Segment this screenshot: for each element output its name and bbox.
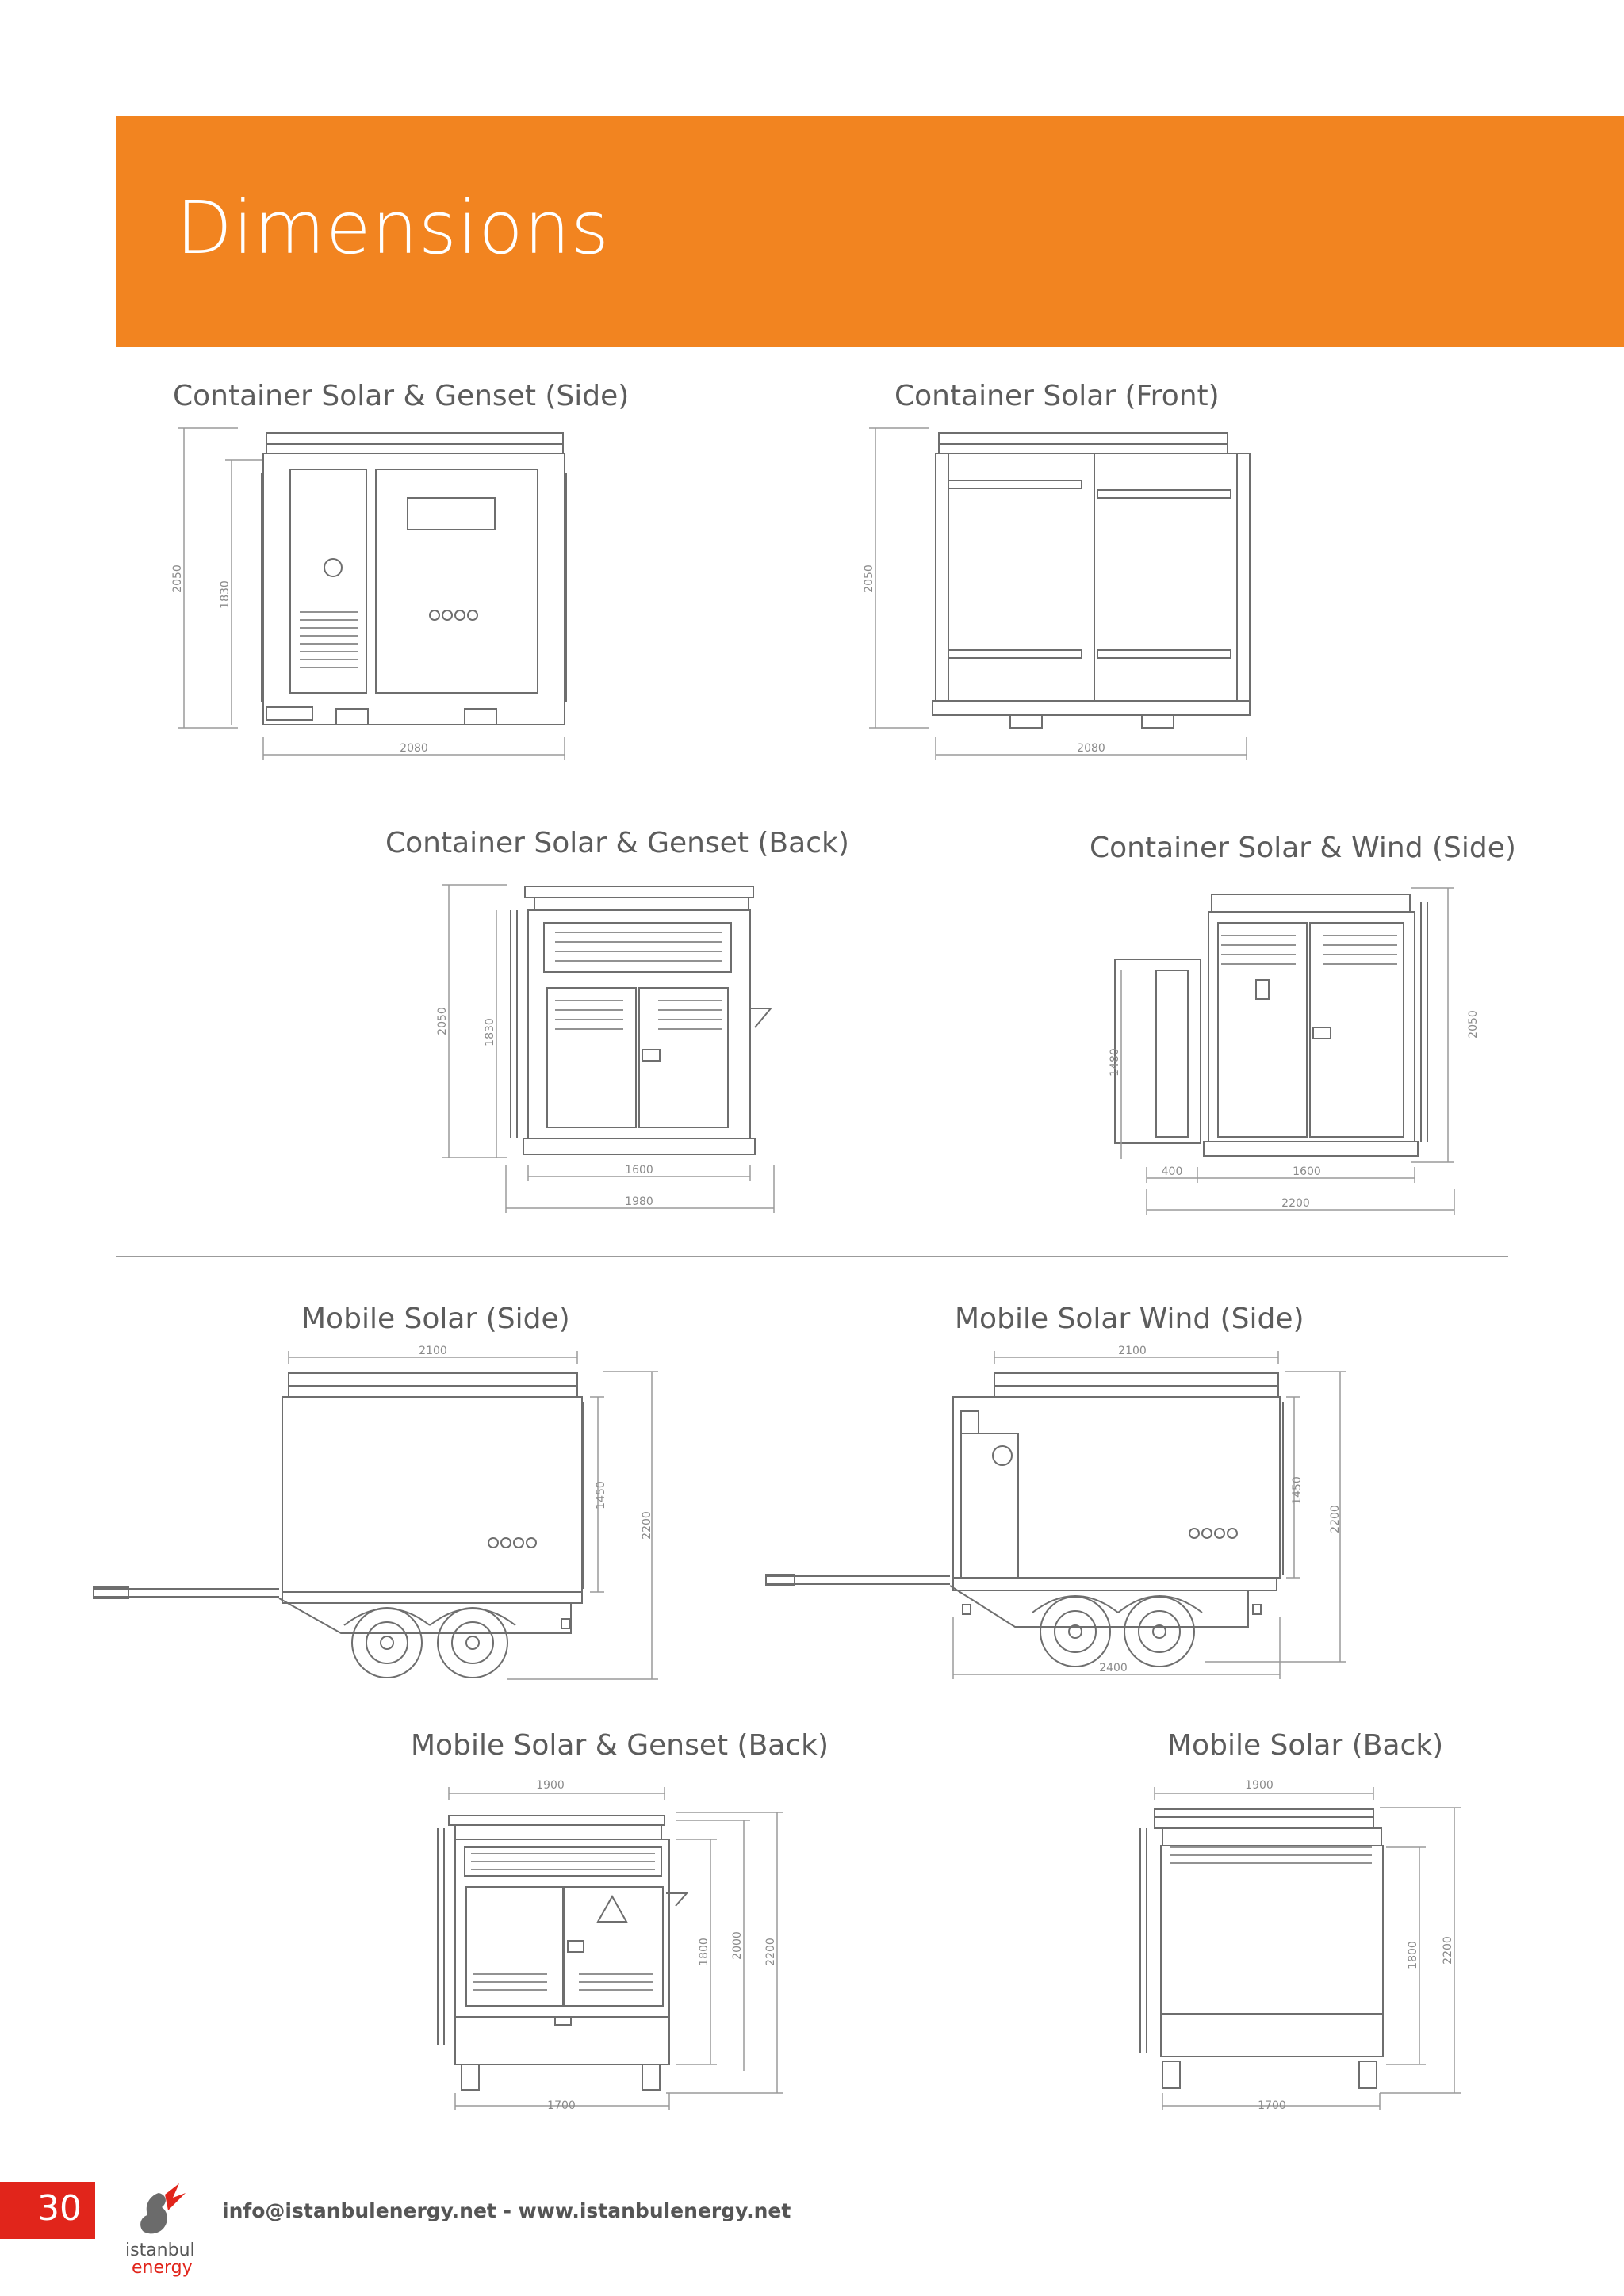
dim-cf-height: 2050	[863, 564, 875, 593]
dim-mgb-body: 1800	[698, 1938, 710, 1966]
logo-text-istanbul: istanbul	[125, 2241, 195, 2260]
page-number: 30	[37, 2188, 82, 2229]
caption-mobile-wind-side: Mobile Solar Wind (Side)	[955, 1303, 1304, 1335]
drawing-container-genset-back	[442, 884, 775, 1213]
dim-cgb-body: 1830	[484, 1018, 496, 1047]
drawing-container-front	[869, 427, 1251, 760]
drawing-mobile-back	[1139, 1787, 1461, 2110]
dim-cws-body: 1600	[1293, 1165, 1321, 1178]
dim-mgb-height: 2200	[764, 1938, 777, 1966]
drawing-mobile-side	[93, 1351, 658, 1680]
dim-ms-body: 1450	[595, 1481, 607, 1510]
dim-cgs-height: 2050	[171, 564, 184, 593]
caption-container-wind-side: Container Solar & Wind (Side)	[1090, 832, 1516, 864]
dim-cgb-inner: 1600	[625, 1164, 653, 1177]
caption-container-genset-side: Container Solar & Genset (Side)	[173, 380, 630, 412]
dim-mws-width: 2100	[1118, 1345, 1147, 1357]
dim-mb-height: 2200	[1442, 1936, 1454, 1965]
caption-container-genset-back: Container Solar & Genset (Back)	[385, 827, 849, 859]
dim-mws-height: 2200	[1329, 1505, 1342, 1533]
caption-mobile-genset-back: Mobile Solar & Genset (Back)	[411, 1729, 829, 1762]
dim-cws-height: 2050	[1467, 1010, 1480, 1039]
dim-mws-body: 1450	[1291, 1476, 1304, 1505]
dim-mgb-mid: 2000	[731, 1931, 744, 1960]
dim-mgb-width: 1900	[536, 1779, 565, 1792]
dim-cf-width: 2080	[1077, 742, 1105, 755]
drawing-container-wind-side	[1114, 887, 1455, 1215]
dim-cgb-height: 2050	[436, 1007, 449, 1035]
page-title: Dimensions	[176, 186, 610, 270]
footer-contact[interactable]: info@istanbulenergy.net - www.istanbulen…	[222, 2199, 791, 2222]
caption-container-front: Container Solar (Front)	[894, 380, 1220, 412]
dim-cws-door: 1480	[1109, 1048, 1121, 1077]
header-banner: Dimensions	[116, 116, 1624, 347]
dim-mb-body: 1800	[1407, 1941, 1419, 1969]
drawing-mobile-wind-side	[765, 1351, 1346, 1679]
dim-cgs-width: 2080	[400, 742, 428, 755]
dim-ms-width: 2100	[419, 1345, 447, 1357]
section-divider	[116, 1256, 1508, 1257]
dim-mws-length: 2400	[1099, 1662, 1128, 1674]
dim-cws-total: 2200	[1281, 1197, 1310, 1210]
drawing-mobile-genset-back	[437, 1787, 783, 2110]
dim-ms-height: 2200	[641, 1511, 653, 1540]
istanbul-energy-logo-icon	[140, 2183, 186, 2234]
drawing-container-genset-side	[178, 427, 567, 760]
logo-text-energy: energy	[132, 2258, 193, 2278]
dim-cgb-outer: 1980	[625, 1196, 653, 1208]
dim-mb-width: 1900	[1245, 1779, 1274, 1792]
page-number-box	[0, 2182, 95, 2239]
dim-mgb-base: 1700	[547, 2099, 576, 2112]
dim-cws-ext: 400	[1162, 1165, 1183, 1178]
caption-mobile-side: Mobile Solar (Side)	[301, 1303, 570, 1335]
caption-mobile-back: Mobile Solar (Back)	[1167, 1729, 1444, 1762]
dim-cgs-body: 1830	[219, 580, 232, 609]
dim-mb-base: 1700	[1258, 2099, 1286, 2112]
